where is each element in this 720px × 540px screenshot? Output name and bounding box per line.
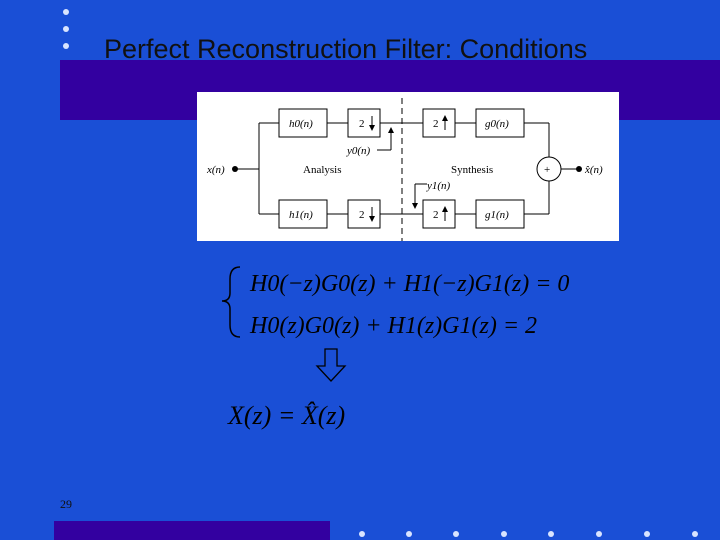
slide-title: Perfect Reconstruction Filter: Condition… bbox=[104, 34, 588, 64]
slide-number: 29 bbox=[60, 497, 72, 511]
y1-label: y1(n) bbox=[426, 180, 451, 192]
bottom-accent-bar bbox=[54, 521, 330, 540]
synthesis-label: Synthesis bbox=[451, 164, 493, 176]
condition-aliasing: H0(−z)G0(z) + H1(−z)G1(z) = 0 bbox=[249, 271, 569, 297]
bullet-dot bbox=[63, 9, 69, 15]
downsample-bottom: 2 bbox=[359, 209, 365, 221]
y0-label: y0(n) bbox=[346, 145, 371, 157]
analysis-label: Analysis bbox=[303, 164, 342, 176]
footer-dot bbox=[596, 531, 602, 537]
h0-label: h0(n) bbox=[289, 118, 313, 130]
pr-conditions: H0(−z)G0(z) + H1(−z)G1(z) = 0 H0(z)G0(z)… bbox=[200, 255, 620, 355]
bullet-dot bbox=[63, 43, 69, 49]
footer-dot bbox=[406, 531, 412, 537]
footer-dot bbox=[453, 531, 459, 537]
bullet-dot bbox=[63, 26, 69, 32]
footer-dot bbox=[644, 531, 650, 537]
g0-label: g0(n) bbox=[485, 118, 509, 130]
upsample-bottom: 2 bbox=[433, 209, 439, 221]
filter-bank-diagram: x(n) x̂(n) Analysis Synthesis h0(n) h1(n… bbox=[197, 92, 619, 241]
h1-label: h1(n) bbox=[289, 209, 313, 221]
adder-plus: + bbox=[544, 164, 550, 176]
reconstruction-result: X(z) = X̂(z) bbox=[226, 390, 406, 438]
footer-dot bbox=[359, 531, 365, 537]
implies-arrow-icon bbox=[315, 348, 347, 382]
upsample-top: 2 bbox=[433, 118, 439, 130]
footer-dot bbox=[548, 531, 554, 537]
output-label: x̂(n) bbox=[584, 164, 603, 176]
g1-label: g1(n) bbox=[485, 209, 509, 221]
footer-dot bbox=[692, 531, 698, 537]
downsample-top: 2 bbox=[359, 118, 365, 130]
footer-dot bbox=[501, 531, 507, 537]
condition-distortion: H0(z)G0(z) + H1(z)G1(z) = 2 bbox=[249, 313, 537, 339]
result-equation: X(z) = X̂(z) bbox=[227, 401, 345, 430]
input-label: x(n) bbox=[206, 164, 225, 176]
